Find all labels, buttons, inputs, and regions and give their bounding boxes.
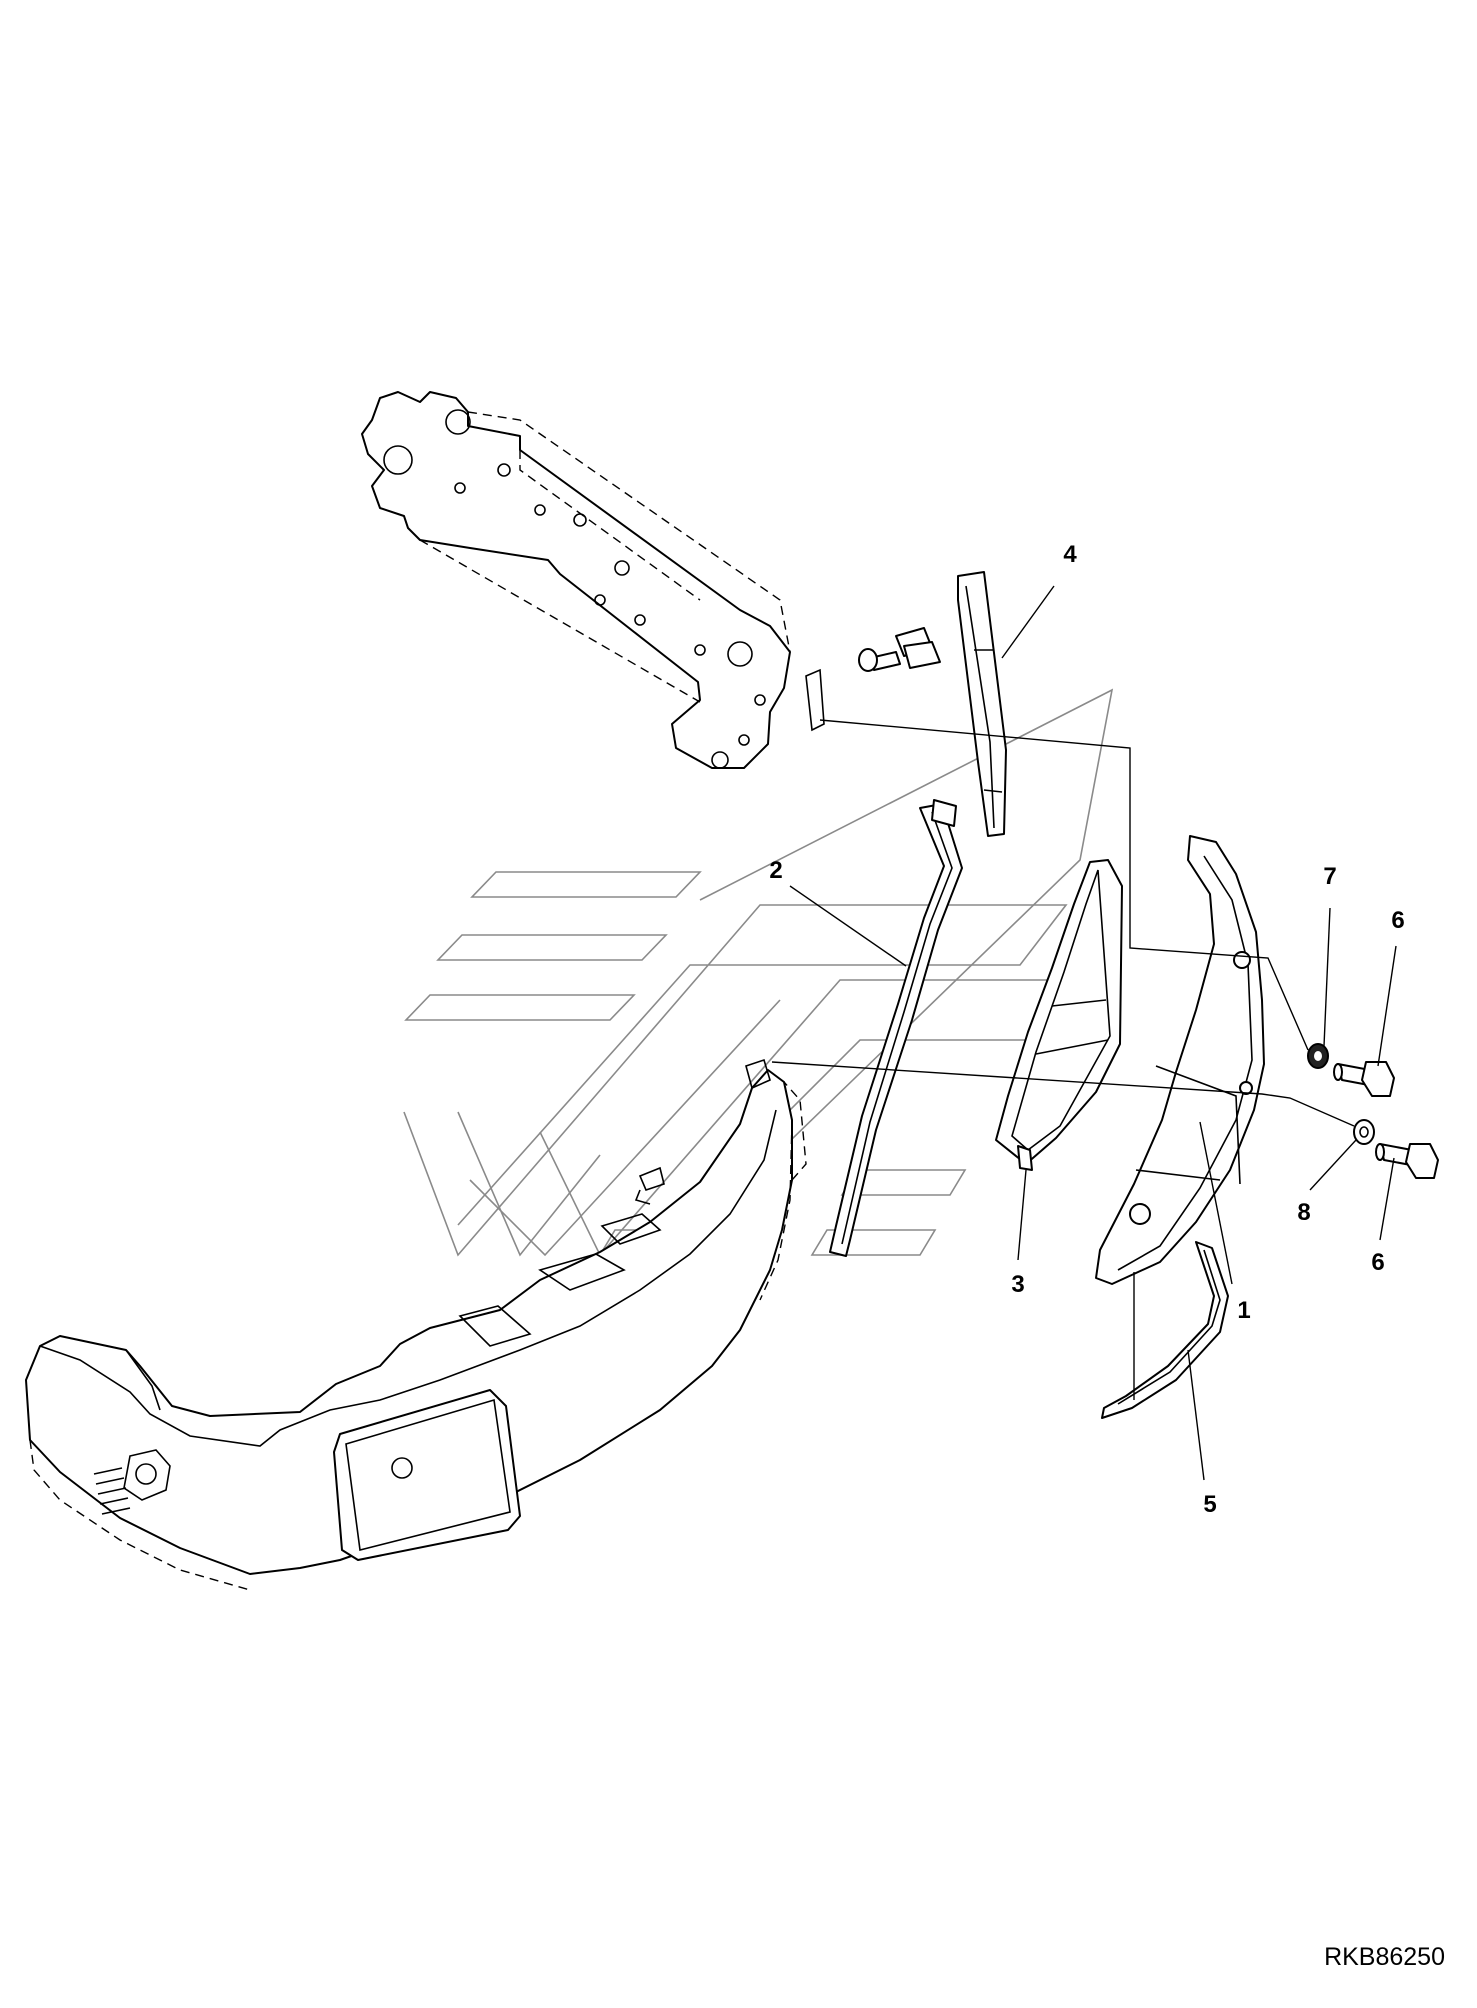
callout-7: 7 [1323,863,1336,890]
drawing-code: RKB86250 [1324,1943,1445,1971]
callout-6-lower: 6 [1371,1249,1384,1276]
bolt-6-lower [1375,1143,1439,1179]
leader-lines [771,585,1397,1481]
front-bumper-hood [25,1058,807,1591]
part-5-seal-strip [1101,1241,1229,1419]
part-4-trim-strip [957,571,1007,837]
washer-8 [1353,1119,1375,1145]
callout-4: 4 [1063,541,1077,568]
part-1-headlamp-housing [1095,835,1265,1285]
part-2-trim-strip [829,799,963,1257]
washer-7 [1307,1043,1329,1069]
frame-bolt [858,627,941,672]
callout-2: 2 [769,857,782,884]
bolt-6-upper [1333,1061,1395,1097]
chassis-frame [361,391,825,769]
callout-3: 3 [1011,1271,1024,1298]
callout-8: 8 [1297,1199,1310,1226]
callout-5: 5 [1203,1491,1216,1518]
callout-labels: 1 2 3 4 5 6 6 7 8 [769,541,1404,1518]
callout-6-upper: 6 [1391,907,1404,934]
callout-1: 1 [1237,1297,1250,1324]
part-3-lamp-lens [995,859,1123,1171]
